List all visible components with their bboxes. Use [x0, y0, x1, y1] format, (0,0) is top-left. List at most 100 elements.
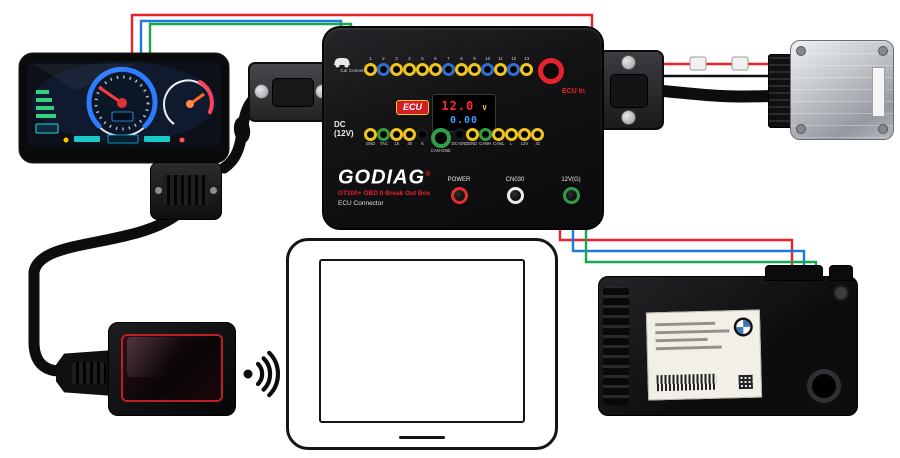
obd-adapter-connector: [150, 162, 222, 220]
jack-ring: [390, 63, 403, 76]
banana-jack: 13: [520, 56, 533, 76]
jack-label: GND: [365, 141, 376, 147]
panel-button-ring: [450, 187, 468, 204]
model-name: GT100+ OBD II Break Out Box: [338, 190, 431, 197]
obd-plug-pins: [72, 362, 106, 384]
car-icon: [334, 58, 350, 68]
voltmeter-amps: 0.00: [449, 115, 479, 126]
jack-label: 12: [511, 56, 516, 62]
car-connect-label: Car Connect: [340, 68, 366, 74]
bmw-logo: [733, 317, 753, 337]
dc-label: DC (12V): [334, 120, 354, 138]
jack-ring: [492, 128, 505, 141]
banana-jack: 12: [507, 56, 520, 76]
banana-jack: 8: [455, 56, 468, 76]
jack-ring: [505, 128, 518, 141]
warning-lamp-icon: [179, 137, 185, 143]
jack-ring: [431, 128, 451, 148]
banana-jack: DC-GND: [451, 128, 468, 148]
jack-label: 2: [382, 56, 385, 62]
jack-ring: [481, 63, 494, 76]
mounting-hole: [807, 369, 841, 403]
voltmeter-volts: 12.0: [441, 99, 475, 113]
warning-lamp-icon: [63, 137, 69, 143]
jack-ring: [518, 128, 531, 141]
jack-ring: [507, 63, 520, 76]
banana-jack: 31: [531, 128, 544, 148]
jack-label: 31: [535, 141, 540, 147]
connector-screw: [254, 84, 269, 99]
car-connect: Car Connect: [332, 56, 374, 74]
jack-label: L: [510, 141, 513, 147]
jack-ring: [494, 63, 507, 76]
jack-label: DC-GND: [451, 141, 468, 147]
banana-jack: 1: [364, 56, 377, 76]
engine-ecu: [768, 40, 894, 140]
jack-label: TAC: [379, 141, 388, 147]
voltmeter-unit: V: [482, 104, 487, 112]
cable-adapter-to-dongle: [28, 210, 181, 377]
panel-button: POWER: [438, 176, 480, 204]
jack-label: 7: [447, 56, 450, 62]
obd-dongle: [108, 322, 236, 416]
banana-jack: CANL: [492, 128, 505, 148]
ecu-bolt: [796, 124, 806, 134]
cas-pin-connector: [829, 265, 853, 281]
jack-ring: [403, 128, 416, 141]
banana-jack: GND: [364, 128, 377, 148]
obd-pin-slots: [163, 175, 209, 205]
jack-label: 5: [421, 56, 424, 62]
cas-screw: [833, 285, 849, 301]
tablet-speaker: [399, 436, 445, 439]
jack-label: 13: [524, 56, 529, 62]
ferrite-bead: [233, 117, 251, 143]
ecu-bolt: [878, 46, 888, 56]
wire-red-cluster-to-box: [130, 13, 594, 56]
jack-label: CANL: [492, 141, 505, 147]
tablet: [286, 238, 558, 450]
connector-screw: [155, 187, 162, 194]
dongle-screen: [121, 334, 223, 402]
jack-label: 9: [473, 56, 476, 62]
dsub-shell: [610, 74, 648, 108]
jack-ring: [468, 63, 481, 76]
banana-jack: L: [505, 128, 518, 148]
ecu-bolt: [796, 46, 806, 56]
jack-label: 1: [369, 56, 372, 62]
eco-bars-icon: [36, 90, 56, 118]
jack-ring: [416, 63, 429, 76]
banana-jack: CANH: [479, 128, 492, 148]
cas-label-sticker: [645, 309, 763, 401]
banana-jack: 4: [403, 56, 416, 76]
banana-jack: 2: [377, 56, 390, 76]
cas-side-connector: [603, 287, 629, 405]
jack-ring: [479, 128, 492, 141]
jack-label: 8: [460, 56, 463, 62]
panel-button-ring: [562, 187, 580, 204]
cas-pin-connector: [765, 265, 823, 281]
panel-button: CN030: [494, 176, 536, 204]
jack-label: 4: [408, 56, 411, 62]
jack-ring: [390, 128, 403, 141]
banana-jack: CAN-GND: [429, 128, 453, 155]
banana-jack: TAC: [377, 128, 390, 148]
jack-ring: [429, 63, 442, 76]
dongle-gloss: [127, 337, 187, 377]
banana-jack: 12V: [518, 128, 531, 148]
banana-jack: 11: [494, 56, 507, 76]
jack-ring: [364, 63, 377, 76]
jack-label: 15: [394, 141, 399, 147]
banana-jack: 9: [468, 56, 481, 76]
jack-label: CANH: [479, 141, 492, 147]
banana-jack: GND: [466, 128, 479, 148]
inline-connector: [689, 56, 707, 71]
banana-jack: K: [416, 128, 429, 148]
wifi-signal-icon: [243, 350, 280, 398]
registered-mark: ®: [425, 171, 432, 178]
jack-label: K: [421, 141, 424, 147]
connector-screw: [621, 55, 636, 70]
ecu-label-sticker: [872, 67, 885, 117]
jack-ring: [377, 63, 390, 76]
